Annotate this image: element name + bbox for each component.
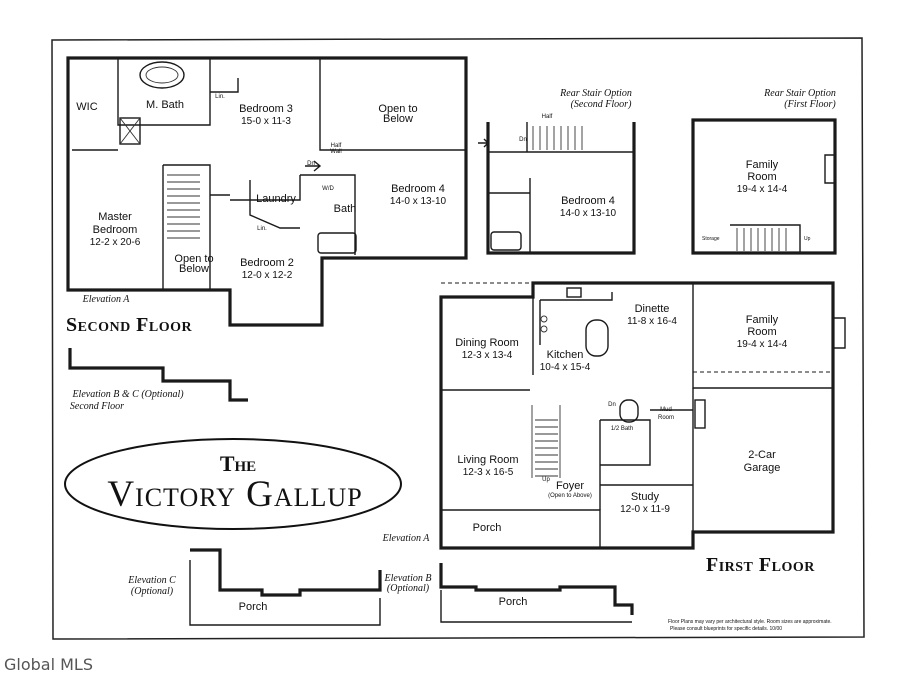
stair-up-label: Up (542, 477, 550, 483)
stair-down-label: Dn (608, 402, 616, 408)
porch-elev-c-label: Porch (239, 601, 268, 613)
elevation-c-porch (189, 548, 382, 626)
mud-room-label: Mud (660, 407, 672, 413)
master-bedroom-label: Master (98, 211, 132, 223)
option-down-label: Dn (519, 137, 527, 143)
master-bath-label: M. Bath (146, 99, 184, 111)
down-label: Dn (307, 161, 315, 167)
dinette-dimensions: 11-8 x 16-4 (627, 316, 677, 327)
foyer-sublabel: (Open to Above) (548, 493, 592, 499)
half-wall-label-2: Wall (330, 149, 341, 155)
half-bath-label: 1/2 Bath (611, 426, 633, 432)
elevation-b-label: Elevation B (384, 573, 432, 584)
elevation-a-first-label: Elevation A (382, 533, 431, 544)
living-room-label: Living Room (457, 454, 518, 466)
study-dimensions: 12-0 x 11-9 (620, 504, 670, 515)
first-floor-plan (439, 281, 846, 550)
foyer-label: Foyer (556, 480, 584, 492)
elevation-c-label-2: (Optional) (131, 586, 174, 597)
master-bedroom-label-2: Bedroom (93, 224, 138, 236)
elevation-bc-label: Elevation B & C (Optional) (71, 389, 184, 400)
laundry-label: Laundry (256, 193, 296, 205)
garage-label: 2-Car (748, 449, 776, 461)
bedroom2-dimensions: 12-0 x 12-2 (242, 270, 293, 281)
option-family-label: Family (746, 159, 779, 171)
rear-stair-second-floor-option (478, 122, 636, 255)
brand-prefix: The (220, 451, 256, 476)
sheet-frame (51, 37, 865, 640)
family-room-label: Family (746, 314, 779, 326)
dinette-label: Dinette (635, 303, 670, 315)
study-label: Study (631, 491, 660, 503)
rear-stair-second-subtitle: (Second Floor) (571, 99, 632, 110)
elevation-b-label-2: (Optional) (387, 583, 430, 594)
stair-second-floor (167, 174, 200, 239)
rear-stair-first-subtitle: (First Floor) (784, 99, 836, 110)
mls-watermark: Global MLS (4, 655, 93, 674)
mud-room-label-2: Room (658, 415, 674, 421)
bedroom3-label: Bedroom 3 (239, 103, 293, 115)
elevation-a-second-label: Elevation A (82, 294, 131, 305)
brand-oval: The Victory Gallup (64, 438, 402, 530)
porch-elev-b-label: Porch (499, 596, 528, 608)
bedroom3-dimensions: 15-0 x 11-3 (241, 116, 291, 127)
half-wall-label: Half (331, 143, 342, 149)
dining-room-dimensions: 12-3 x 13-4 (462, 350, 513, 361)
porch-first-label: Porch (473, 522, 502, 534)
elevation-b-porch (439, 563, 634, 623)
option-family-dimensions: 19-4 x 14-4 (737, 184, 788, 195)
washer-dryer-label: W/D (322, 186, 334, 192)
elevation-bc-second (68, 348, 248, 402)
kitchen-label: Kitchen (547, 349, 584, 361)
rear-stair-first-title: Rear Stair Option (763, 88, 836, 99)
family-room-dimensions: 19-4 x 14-4 (737, 339, 788, 350)
footnote-line2: Please consult blueprints for specific d… (670, 626, 782, 632)
bedroom4-label: Bedroom 4 (391, 183, 445, 195)
family-room-label-2: Room (747, 326, 776, 338)
garage-label-2: Garage (744, 462, 781, 474)
open-below-label: Open to (378, 103, 417, 115)
linen-label-2: Lin. (257, 226, 267, 232)
option-up-label: Up (804, 236, 811, 242)
dining-room-label: Dining Room (455, 337, 519, 349)
bedroom2-label: Bedroom 2 (240, 257, 294, 269)
rear-stair-first-floor-option (691, 118, 837, 255)
rear-stair-second-title: Rear Stair Option (559, 88, 632, 99)
wic-label: WIC (76, 101, 97, 113)
second-floor-plan: WIC M. Bath Lin. Bedroom 3 15-0 x 11-3 O… (66, 56, 468, 327)
bedroom4-dimensions: 14-0 x 13-10 (390, 196, 447, 207)
option-half-wall-label: Half (542, 114, 553, 120)
kitchen-dimensions: 10-4 x 15-4 (540, 362, 591, 373)
second-floor-title: Second Floor (66, 314, 193, 336)
bath-label: Bath (334, 203, 357, 215)
stair-first-floor (531, 405, 561, 478)
elevation-bc-label-2: Second Floor (70, 401, 124, 412)
living-room-dimensions: 12-3 x 16-5 (463, 467, 514, 478)
first-floor-title: First Floor (706, 554, 815, 576)
master-bedroom-dimensions: 12-2 x 20-6 (90, 237, 141, 248)
option-bedroom4-label: Bedroom 4 (561, 195, 615, 207)
open-below-label-2: Below (383, 113, 413, 125)
elevation-c-label: Elevation C (127, 575, 176, 586)
option-storage-label: Storage (702, 236, 720, 242)
option-family-label-2: Room (747, 171, 776, 183)
open-below-2-label-2: Below (179, 263, 209, 275)
footnote-line1: Floor Plans may vary per architectural s… (668, 619, 832, 625)
linen-label: Lin. (215, 94, 225, 100)
brand-name: Victory Gallup (107, 474, 362, 515)
open-below-2-label: Open to (174, 253, 213, 265)
option-bedroom4-dimensions: 14-0 x 13-10 (560, 208, 617, 219)
